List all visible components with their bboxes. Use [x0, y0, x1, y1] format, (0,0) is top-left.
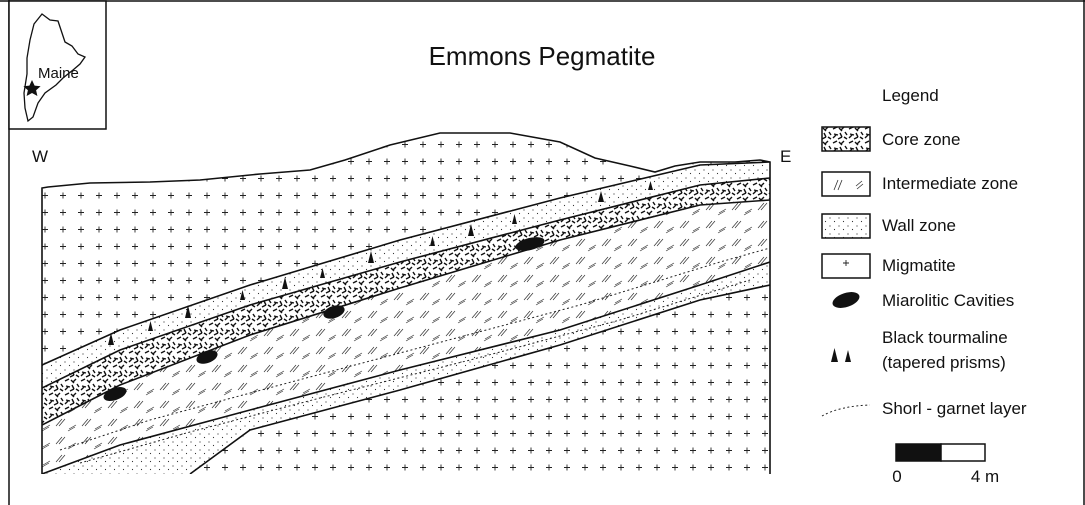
- legend-intermediate-zone-label: Intermediate zone: [882, 174, 1018, 193]
- legend-heading: Legend: [882, 86, 939, 105]
- wall-zone-swatch: [822, 214, 870, 238]
- scale-bar-max-label: 4 m: [971, 467, 999, 486]
- cross-section: [40, 120, 775, 480]
- core-zone-swatch: [822, 127, 870, 151]
- tourmaline-icon: [831, 348, 851, 362]
- scale-bar-black-segment: [896, 444, 941, 461]
- legend-shorl-garnet-label: Shorl - garnet layer: [882, 399, 1027, 418]
- legend-tourmaline-label-line1: Black tourmaline: [882, 328, 1008, 347]
- legend-migmatite-label: Migmatite: [882, 256, 956, 275]
- legend-tourmaline-label-line2: (tapered prisms): [882, 353, 1006, 372]
- legend-wall-zone-label: Wall zone: [882, 216, 956, 235]
- scale-bar: 0 4 m: [892, 444, 999, 486]
- scale-bar-white-segment: [941, 444, 985, 461]
- maine-inset-map: Maine: [9, 1, 106, 129]
- west-label: W: [32, 147, 48, 166]
- legend-cavities-label: Miarolitic Cavities: [882, 291, 1014, 310]
- cavity-icon: [831, 289, 862, 311]
- legend: Legend Core zone Intermediate zone Wall …: [822, 86, 1027, 418]
- legend-core-zone-label: Core zone: [882, 130, 960, 149]
- scale-bar-min-label: 0: [892, 467, 901, 486]
- east-label: E: [780, 147, 791, 166]
- figure-title: Emmons Pegmatite: [429, 41, 656, 71]
- dotted-line-icon: [822, 405, 870, 416]
- inset-state-label: Maine: [38, 65, 79, 82]
